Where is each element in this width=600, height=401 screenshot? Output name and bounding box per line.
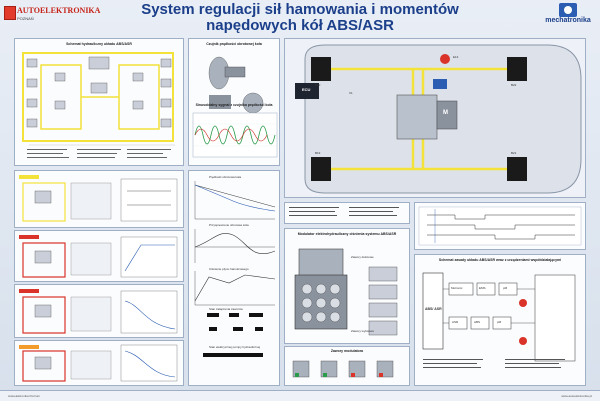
sensor-title: Czujnik prędkości obrotowej koła	[206, 42, 262, 46]
car-diagram	[295, 44, 582, 194]
schematic-panel: Schemat zasady układu ABS/ASR wraz z urz…	[414, 254, 586, 386]
mode-3-diagram	[19, 289, 178, 334]
wheel-label-rr: B21	[511, 151, 517, 155]
schematic-abs: ABS	[474, 320, 481, 324]
valves-diagram	[292, 360, 394, 378]
wheel-label-fl: B20	[315, 83, 321, 87]
sensor-panel: Czujnik prędkości obrotowej koła Sinusoi…	[188, 38, 280, 166]
hydraulic-scheme-panel: Schemat hydrauliczny układu ABS/ASR	[14, 38, 184, 166]
mode-panel-1	[14, 170, 184, 228]
legend-panel	[284, 202, 410, 224]
mode-panel-4	[14, 340, 184, 386]
footer-right: www.autoelektronika.pl	[561, 394, 592, 398]
valves-title: Zawory modulatora	[330, 349, 364, 353]
e13-label: E13	[453, 55, 459, 59]
outlet-valves-label: Zawory wylotowe	[351, 329, 375, 333]
logo-badge-icon	[4, 6, 16, 20]
speed-label: Prędkość obrotowa koła	[209, 175, 242, 179]
mode-4-diagram	[19, 344, 178, 382]
schematic-pm-2: pM	[497, 320, 502, 324]
x1-label: X1	[349, 91, 353, 95]
speeds-diagram	[194, 181, 276, 357]
title-line-2: napędowych kół ABS/ASR	[206, 17, 394, 34]
acceleration-label: Przyspieszenie obrotowe koła	[209, 223, 249, 227]
hydraulic-scheme-title: Schemat hydrauliczny układu ABS/ASR	[66, 42, 132, 46]
inlet-valves-label: Zawory dolotowe	[351, 255, 374, 259]
timing-diagram	[418, 206, 582, 246]
schematic-title: Schemat zasady układu ABS/ASR wraz z urz…	[438, 258, 562, 262]
footer-left: Autoelektronika Poznań	[8, 394, 40, 398]
modulator-diagram	[294, 248, 398, 336]
schematic-pm-1: pM	[503, 286, 508, 290]
timing-panel	[414, 202, 586, 250]
sensor-diagram	[208, 56, 264, 114]
hydraulic-scheme-diagram	[22, 52, 175, 158]
footer: Autoelektronika Poznań www.autoelektroni…	[0, 390, 600, 401]
logo-left-sub: POZNAŃ	[17, 16, 34, 21]
ecu-label: ECU	[302, 87, 311, 92]
sensor-signal-title: Sinusoidalny sygnał z czujnika prędkości…	[195, 103, 273, 107]
mode-2-diagram	[19, 235, 178, 278]
schematic-ems: EMS	[479, 286, 486, 290]
legend-lines	[289, 207, 399, 216]
mode-panel-2	[14, 230, 184, 282]
modulator-panel: Modulator elektrohydrauliczny ciśnienia …	[284, 228, 410, 344]
mechatronika-mark-icon	[559, 3, 577, 17]
schematic-motronic: Motronic	[451, 286, 463, 290]
motor-label: M	[443, 110, 448, 116]
mechatronika-logo: mechatronika	[540, 3, 596, 29]
speeds-panel: Prędkość obrotowa koła Przyspieszenie ob…	[188, 170, 280, 386]
wheel-label-rl: B19	[315, 151, 321, 155]
autoelektronika-logo: AUTOELEKTRONIKA POZNAŃ	[4, 6, 100, 24]
valves-panel: Zawory modulatora	[284, 346, 410, 386]
sensor-signal-chart	[192, 112, 278, 158]
logo-right-name: mechatronika	[545, 17, 591, 24]
car-view-panel: ECU M B20 B22 B19 B21 X1 E13	[284, 38, 586, 198]
mode-panel-3	[14, 284, 184, 338]
mode-1-diagram	[19, 175, 178, 222]
wheel-label-fr: B22	[511, 83, 517, 87]
schematic-asr: ASR	[452, 320, 459, 324]
poster-title: System regulacji sił hamowania i momentó…	[110, 2, 490, 34]
logo-left-name: AUTOELEKTRONIKA	[17, 6, 101, 15]
modulator-title: Modulator elektrohydrauliczny ciśnienia …	[297, 232, 397, 236]
schematic-diagram	[422, 272, 576, 368]
title-line-1: System regulacji sił hamowania i momentó…	[141, 1, 459, 18]
schematic-abs-asr: ABS/ ASR	[425, 307, 442, 311]
pressure-label: Ciśnienie płynu hamulcowego	[209, 267, 249, 271]
valve-state-label: Stan załączenia zaworów	[209, 307, 243, 311]
pump-state-label: Stan elektrycznej pompy hydraulicznej	[209, 345, 261, 349]
